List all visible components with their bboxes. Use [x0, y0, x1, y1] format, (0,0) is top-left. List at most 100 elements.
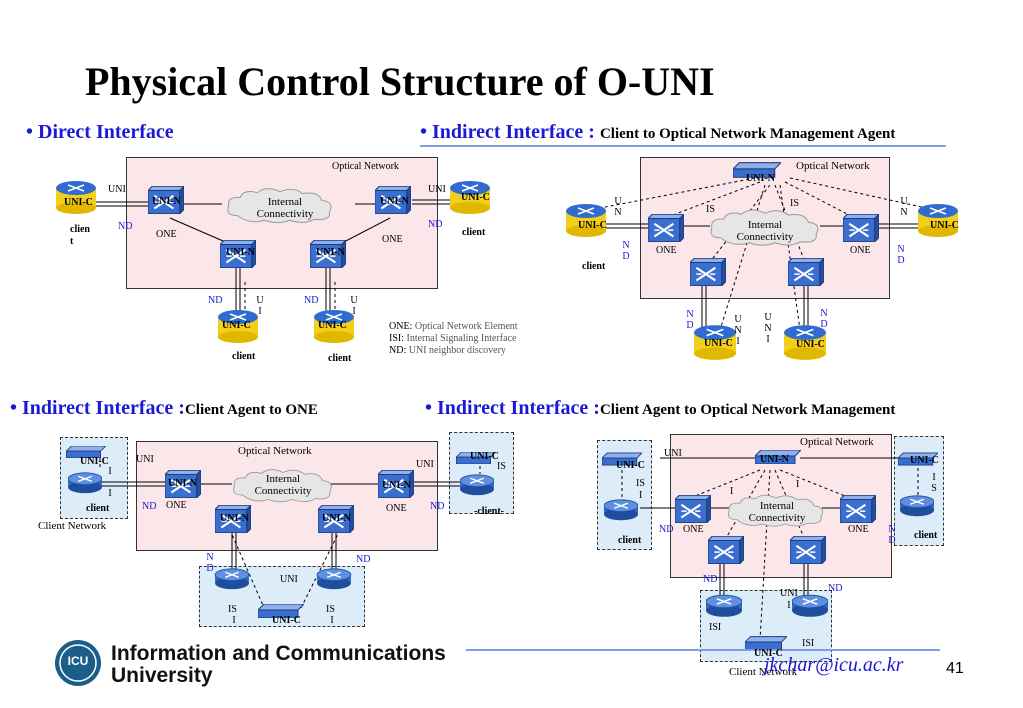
p3-client-left: client	[86, 503, 110, 514]
p1-ui-bl-u: U	[256, 295, 264, 306]
p1-one-left: ONE	[156, 229, 177, 240]
heading-direct-text: Direct Interface	[38, 121, 174, 143]
p1-uni-c-bl: UNI-C	[222, 320, 251, 331]
p3-is-br-is: IS	[326, 604, 335, 615]
p3-nd-left: ND	[142, 501, 157, 512]
p2-un-left-n: N	[614, 207, 622, 218]
p3-ii-left-1: I	[108, 466, 112, 477]
heading-agent-mgmt: • Indirect Interface :Client Agent to Op…	[425, 397, 896, 419]
p2-uni-n-top: UNI-N	[746, 173, 775, 184]
p2-uni-vert-bl-u: U	[734, 314, 742, 325]
p2-nd-br-n: N	[820, 308, 828, 319]
legend-nd-val: UNI neighbor discovery	[408, 345, 506, 356]
p2-nd-left-d: D	[622, 251, 630, 262]
p3-nd-br: ND	[356, 554, 371, 565]
heading-indirect-mgmt-text: Indirect Interface :	[432, 121, 595, 143]
p4-isi-left-i: I	[639, 490, 643, 501]
p1-nd-bl: ND	[208, 295, 223, 306]
p1-nd-br: ND	[304, 295, 319, 306]
legend-isi: ISI: Internal Signaling Interface	[389, 333, 518, 345]
p3-nd-bl-n: N	[206, 552, 214, 563]
legend-nd: ND: UNI neighbor discovery	[389, 345, 518, 357]
p3-uni-n-left: UNI-N	[168, 478, 197, 489]
legend-isi-key: ISI:	[389, 333, 404, 344]
p3-is-right: IS	[497, 461, 506, 472]
p2-uni-c-right: UNI-C	[930, 220, 959, 231]
p3-uni-left: UNI	[136, 454, 154, 465]
p1-uni-c-left: UNI-C	[64, 197, 93, 208]
p3-is-bl-i: I	[232, 615, 236, 626]
p1-ui-br-i: I	[352, 306, 356, 317]
p3-nd-right: ND	[430, 501, 445, 512]
p1-uni-c-right: UNI-C	[461, 192, 490, 203]
p4-uni-c-right: UNI-C	[910, 455, 939, 466]
p3-client-right: -client-	[474, 506, 504, 517]
p1-one-right: ONE	[382, 234, 403, 245]
p2-nd-bl-d: D	[686, 320, 694, 331]
p1-client-bl: client	[232, 351, 256, 362]
p2-uni-vert-br-u: U	[764, 312, 772, 323]
p3-uni-n-right: UNI-N	[382, 480, 411, 491]
p1-client-right: client	[462, 227, 486, 238]
icu-logo: ICU	[67, 654, 89, 668]
legend-isi-val: Internal Signaling Interface	[406, 333, 517, 344]
p4-uni-n-top: UNI-N	[760, 454, 789, 465]
p4-nd-right-d: D	[888, 535, 896, 546]
p2-uni-c-bl: UNI-C	[704, 338, 733, 349]
p2-un-left-u: U	[614, 196, 622, 207]
p2-optical-network-label: Optical Network	[796, 160, 870, 172]
p2-nd-right-d: D	[897, 255, 905, 266]
heading-indirect-mgmt-sub: Client to Optical Network Management Age…	[599, 126, 896, 142]
p4-i-right: I	[796, 479, 800, 490]
p1-ui-br-u: U	[350, 295, 358, 306]
p2-client-left: client	[582, 261, 606, 272]
client-network-box-b	[449, 432, 514, 514]
p3-uni-c-right: UNI-C	[470, 451, 499, 462]
p4-i-left: I	[730, 486, 734, 497]
p4-client-right: client	[914, 530, 938, 541]
p4-one-left: ONE	[683, 524, 704, 535]
p3-is-br-i: I	[330, 615, 334, 626]
heading-agent-mgmt-sub: Client Agent to Optical Network Manageme…	[599, 402, 896, 418]
p3-uni-n-br: UNI-N	[322, 513, 351, 524]
heading-agent-mgmt-text: Indirect Interface :	[437, 397, 600, 419]
p2-uni-vert-bl-n: N	[734, 325, 742, 336]
p4-uni-c-bottom: UNI-C	[754, 648, 783, 659]
p1-client-left-line1: clien	[70, 224, 90, 235]
p1-optical-network-label: Optical Network	[332, 161, 399, 172]
p2-cloud-line2: Connectivity	[736, 231, 794, 243]
p3-uni-n-bl: UNI-N	[220, 513, 249, 524]
p2-uni-c-left: UNI-C	[578, 220, 607, 231]
heading-direct-interface: • Direct Interface	[26, 121, 174, 143]
p2-nd-br-d: D	[820, 319, 828, 330]
p2-uni-vert-br-n: N	[764, 323, 772, 334]
heading-agent-one-text: Indirect Interface :	[22, 397, 185, 419]
p3-optical-network-label: Optical Network	[238, 445, 312, 457]
heading-indirect-mgmt: • Indirect Interface : Client to Optical…	[420, 121, 896, 143]
p4-is-right-i: I	[932, 472, 936, 483]
p4-uni-c-left: UNI-C	[616, 460, 645, 471]
p3-uni-c-left: UNI-C	[80, 456, 109, 467]
p1-uni-left: UNI	[108, 184, 126, 195]
p3-client-network-label: Client Network	[38, 520, 107, 532]
p2-un-right-n: N	[900, 207, 908, 218]
page-title: Physical Control Structure of O-UNI	[85, 59, 715, 104]
p2-uni-c-br: UNI-C	[796, 339, 825, 350]
p4-nd-br: ND	[828, 583, 843, 594]
contact-email[interactable]: jkchar@icu.ac.kr	[764, 654, 904, 676]
p3-cloud-line2: Connectivity	[254, 485, 312, 497]
